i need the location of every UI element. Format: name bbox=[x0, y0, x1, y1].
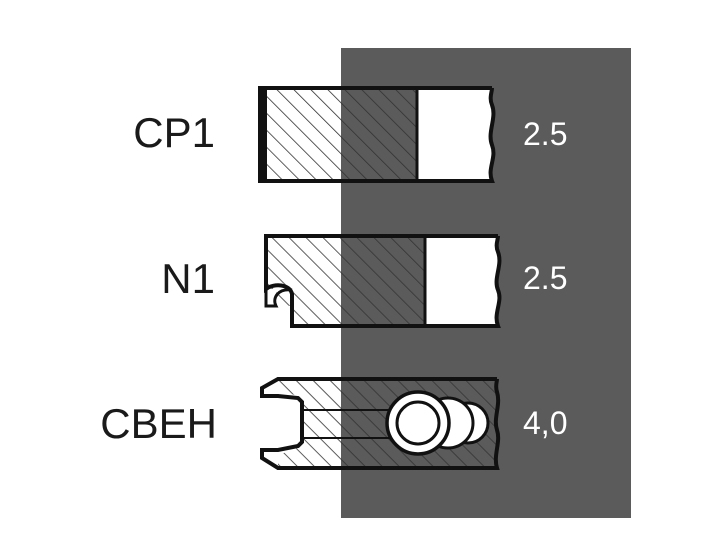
ring-value-cp1: 2.5 bbox=[523, 116, 567, 152]
ring-label-n1: N1 bbox=[161, 255, 215, 302]
ring-value-n1: 2.5 bbox=[523, 260, 567, 296]
ring-label-cp1: CP1 bbox=[133, 109, 215, 156]
ring-value-cbeh: 4,0 bbox=[523, 405, 567, 441]
ring-n1-groove bbox=[264, 288, 293, 308]
ring-n1-hatched-section bbox=[266, 236, 425, 326]
ring-label-cbeh: CBEH bbox=[100, 400, 217, 447]
ring-n1-plain-section bbox=[425, 236, 498, 326]
ring-profile-cp1 bbox=[258, 86, 496, 183]
ring-profile-n1 bbox=[264, 234, 502, 328]
ring-cp1-outline bbox=[258, 86, 496, 183]
ring-n1-outline bbox=[264, 234, 502, 328]
ring-cbeh-outline bbox=[260, 377, 501, 470]
ring-profile-cbeh bbox=[260, 377, 501, 470]
ring-cp1-hatched-section bbox=[265, 88, 417, 181]
ring-cp1-plain-section bbox=[417, 88, 492, 181]
ring-cbeh-spring-coil-front-inner bbox=[395, 400, 441, 446]
